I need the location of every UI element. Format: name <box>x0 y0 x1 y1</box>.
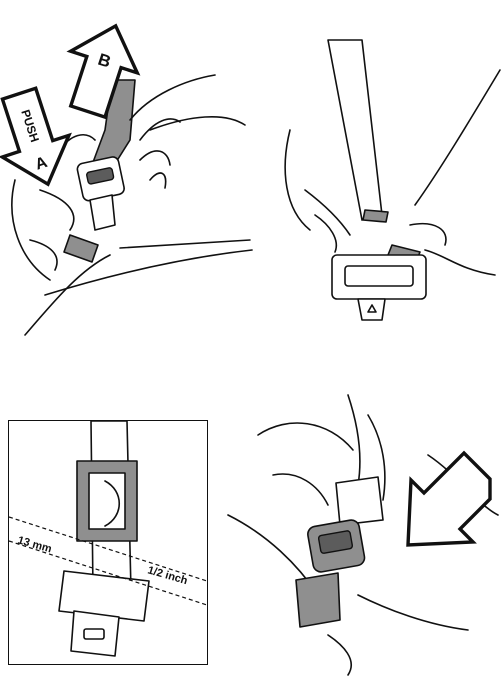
panel-2-illustration <box>284 39 501 321</box>
arrow-a-push: PUSH A <box>0 86 72 187</box>
arrow-a-letter: A <box>33 154 50 174</box>
buckle-hole <box>83 628 105 640</box>
seat-lower-edge <box>24 254 111 336</box>
arrow-b: B <box>66 23 141 120</box>
buckle-hole <box>367 304 377 313</box>
clip-left-half <box>362 209 389 223</box>
buckle-tongue <box>58 570 150 622</box>
seat-base-line <box>119 239 251 249</box>
belt-strap <box>327 39 383 221</box>
chest-clip <box>335 476 384 526</box>
right-hand <box>129 74 216 189</box>
lower-hand <box>327 594 469 676</box>
panel-fasten-buckle <box>227 394 504 678</box>
panel-separate-clip <box>270 30 504 330</box>
buckle-stem <box>89 194 116 231</box>
seat-outline <box>149 116 246 131</box>
panel-1-illustration: PUSH A B <box>0 23 253 336</box>
strap-upper <box>347 394 386 501</box>
arrow-a-shape <box>0 86 72 187</box>
panel-release-buckle: PUSH A B <box>0 0 260 350</box>
left-hand <box>11 134 96 281</box>
buckle-slot <box>86 167 115 185</box>
right-hand <box>409 69 501 276</box>
left-hand <box>284 129 351 253</box>
chest-clip-curve <box>104 480 120 527</box>
buckle-tongue-slot <box>317 530 354 554</box>
chest-clip <box>63 234 99 263</box>
arrow-b-shape <box>66 23 141 120</box>
seat-cushion <box>44 249 253 296</box>
insert-arrow <box>406 450 492 547</box>
arrow-b-letter: B <box>96 50 114 72</box>
insert-arrow-shape <box>406 450 492 547</box>
panel-3-illustration: 13 mm 1/2 inch <box>8 420 208 657</box>
buckle-receiver <box>295 572 341 628</box>
panel-4-illustration <box>227 394 499 676</box>
measure-label-inch: 1/2 inch <box>146 564 189 587</box>
upper-hand <box>257 422 354 506</box>
buckle-tongue-slot <box>344 265 414 287</box>
panel-clip-position: 13 mm 1/2 inch <box>8 420 208 665</box>
measure-label-mm: 13 mm <box>16 534 53 555</box>
